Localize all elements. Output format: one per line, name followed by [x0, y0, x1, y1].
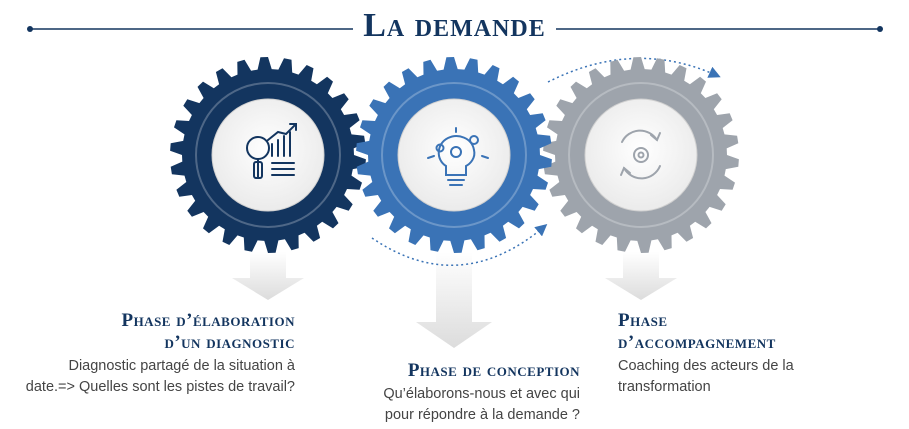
arrow-down-accompagnement	[605, 252, 677, 300]
conception-gear-ring	[381, 82, 527, 228]
phase-conception-title-line1: Phase de conception	[407, 360, 580, 381]
arrow-down-conception	[416, 252, 492, 348]
phase-accompagnement-title-line1: Phase	[618, 310, 668, 331]
arrow-down-diagnostic	[232, 252, 304, 300]
phase-conception-title: Phase de conception	[330, 360, 580, 382]
magnifier-chart-icon	[246, 123, 297, 179]
phase-diagnostic-title-line2: d’un diagnostic	[164, 332, 295, 353]
page-title: La demande	[0, 6, 909, 46]
page-title-text: La demande	[353, 7, 556, 44]
accompagnement-gear-ring	[568, 82, 714, 228]
phase-conception: Phase de conception Qu’élaborons-nous et…	[330, 360, 580, 426]
phase-accompagnement-title: Phase d’accompagnement	[618, 310, 878, 354]
phase-accompagnement: Phase d’accompagnement Coaching des acte…	[618, 310, 878, 398]
title-rule-right-dot	[877, 26, 883, 32]
diagnostic-gear-ring	[195, 82, 341, 228]
conception-gear	[356, 57, 552, 253]
phase-conception-description: Qu’élaborons-nous et avec qui pour répon…	[330, 384, 580, 426]
lightbulb-gears-icon	[427, 127, 489, 186]
phase-accompagnement-desc-line1: Coaching des acteurs de la	[618, 358, 794, 374]
phase-diagnostic-desc-line1: Diagnostic partagé de la situation à	[68, 358, 295, 374]
diagnostic-gear-face	[211, 98, 325, 212]
conception-gear-face	[397, 98, 511, 212]
phase-diagnostic-title: Phase d’élaboration d’un diagnostic	[0, 310, 295, 354]
phase-accompagnement-description: Coaching des acteurs de la transformatio…	[618, 356, 878, 398]
accompagnement-gear-face	[584, 98, 698, 212]
phase-conception-desc-line2: pour répondre à la demande ?	[384, 407, 580, 423]
phase-accompagnement-desc-line2: transformation	[618, 379, 711, 395]
diagnostic-gear	[170, 57, 366, 253]
cycle-gear-icon	[620, 129, 661, 180]
phase-diagnostic-description: Diagnostic partagé de la situation à dat…	[0, 356, 295, 398]
accompagnement-gear	[543, 57, 739, 253]
phase-conception-desc-line1: Qu’élaborons-nous et avec qui	[383, 386, 580, 402]
phase-diagnostic: Phase d’élaboration d’un diagnostic Diag…	[0, 310, 295, 398]
phase-accompagnement-title-line2: d’accompagnement	[618, 332, 776, 353]
phase-diagnostic-title-line1: Phase d’élaboration	[121, 310, 295, 331]
phase-diagnostic-desc-line2: date.=> Quelles sont les pistes de trava…	[25, 379, 295, 395]
title-rule-left-dot	[27, 26, 33, 32]
dotted-arrow-top	[547, 57, 721, 83]
